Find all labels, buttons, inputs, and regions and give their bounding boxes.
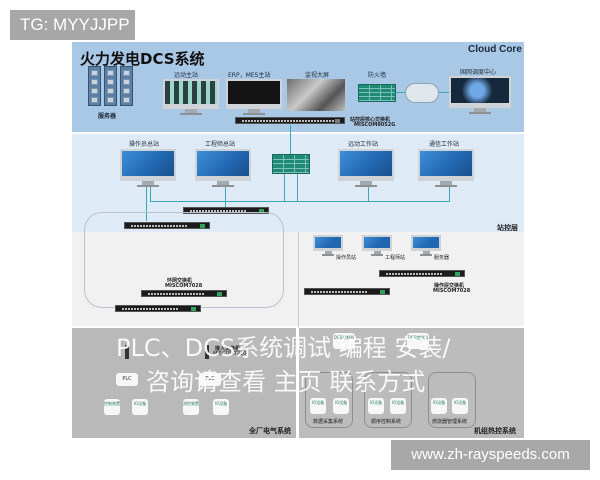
bus-line	[150, 201, 450, 202]
server-rack-icon	[88, 66, 101, 106]
dcs-controller-box: DCS控制器	[333, 333, 355, 349]
operator-switch-icon	[304, 288, 390, 295]
group-label: 燃烧器管理系统	[432, 419, 468, 425]
ring-switch-model: MISCOM7028	[165, 283, 203, 289]
server-racks	[88, 66, 133, 106]
engineer-master-station-icon	[195, 149, 251, 187]
small-station-label: 操作员站	[336, 255, 357, 261]
station-switch-icon	[183, 207, 269, 214]
plc-box: PLC	[116, 373, 138, 386]
workstation-label: 工程师总站	[205, 141, 236, 148]
unit-thermal-label: 机组热控系统	[474, 427, 516, 435]
operator-switch-icon	[379, 270, 465, 277]
data-acquisition-group	[305, 372, 353, 428]
access-switch-name: 接入交换机	[215, 346, 241, 352]
io-device-box: IO设备	[390, 398, 406, 414]
io-device-box: IO设备	[452, 398, 468, 414]
sequence-control-group	[364, 372, 412, 428]
firewall-label: 防火墙	[368, 72, 387, 79]
core-switch-model: MISCOM8052G	[354, 122, 396, 128]
firewall-icon	[358, 84, 396, 102]
workstation-label: 远动工作站	[348, 141, 379, 148]
operator-switch-model: MISCOM7028	[433, 288, 471, 294]
promo-overlay-line2: 咨询请查看 主页 联系方式	[146, 368, 426, 396]
measure-control-device-box: 测控装置	[183, 399, 199, 415]
grid-dispatch-monitor-icon	[449, 76, 511, 114]
core-switch-icon	[235, 117, 345, 124]
monitor-label: ERP，MES主站	[228, 72, 271, 79]
link-line	[146, 187, 147, 221]
operator-master-station-icon	[120, 149, 176, 187]
plc-box: PLC	[199, 373, 221, 386]
cloud-core-label: Cloud Core	[468, 44, 522, 55]
tg-badge: TG: MYYJJPP	[10, 10, 135, 40]
workstation-label: 操作员总站	[129, 141, 160, 148]
io-device-box: IO设备	[368, 398, 384, 414]
io-device-box: IO设备	[132, 399, 148, 415]
group-label: 顺序控制系统	[371, 419, 402, 425]
link-line	[150, 187, 151, 201]
control-device-box: 控制装置	[104, 399, 120, 415]
erp-mes-monitor-icon	[226, 79, 282, 115]
grid-center-label: 国网调度中心	[460, 69, 497, 76]
link-line	[284, 174, 285, 201]
group-label: 数据采集系统	[313, 419, 344, 425]
divider-line	[298, 232, 299, 328]
link-line	[297, 174, 298, 201]
plant-electrical-label: 全厂电气系统	[249, 427, 291, 435]
small-station-label: 工程师站	[385, 255, 406, 261]
access-device-icon	[125, 345, 129, 359]
io-device-box: IO设备	[333, 398, 349, 414]
link-line	[225, 187, 226, 207]
small-station-label: 服务器	[434, 255, 450, 261]
promo-overlay-line1: PLC、DCS系统调试 编程 安装/	[116, 334, 451, 362]
remote-workstation-icon	[338, 149, 394, 187]
dcs-controller-box: DCS控制器	[407, 333, 429, 349]
servers-label: 服务器	[98, 113, 117, 120]
uplink-line	[290, 125, 291, 155]
link-line	[439, 92, 450, 93]
operator-switch-name: 操作层交换机	[434, 283, 465, 289]
operator-station-icon	[313, 235, 343, 256]
burner-management-group	[428, 372, 476, 428]
diagram-title: 火力发电DCS系统	[80, 50, 205, 68]
engineer-station-icon	[362, 235, 392, 256]
io-device-box: IO设备	[213, 399, 229, 415]
ring-switch-icon	[115, 305, 201, 312]
ring-switch-icon	[141, 290, 227, 297]
server-station-icon	[411, 235, 441, 256]
scada-master-monitor-icon	[163, 79, 219, 115]
monitor-label: 远动主站	[174, 72, 199, 79]
monitor-label: 监视大屏	[305, 72, 330, 79]
ring-switch-name: 环网交换机	[167, 278, 193, 284]
firewall-icon	[272, 154, 310, 174]
video-wall-icon	[287, 79, 345, 111]
link-line	[449, 187, 450, 201]
access-device-icon	[205, 345, 209, 359]
plant-electrical-layer	[72, 328, 296, 438]
io-device-box: IO设备	[431, 398, 447, 414]
cloud-icon	[405, 83, 439, 103]
comm-workstation-icon	[418, 149, 474, 187]
station-switch-icon	[124, 222, 210, 229]
link-line	[368, 187, 369, 201]
io-device-box: IO设备	[310, 398, 326, 414]
website-watermark: www.zh-rayspeeds.com	[391, 440, 590, 470]
link-line	[396, 92, 406, 93]
workstation-label: 通信工作站	[429, 141, 460, 148]
server-rack-icon	[120, 66, 133, 106]
access-switch-model: MISCOM7210	[213, 351, 247, 357]
server-rack-icon	[104, 66, 117, 106]
core-switch-name: 站控层核心交换机	[350, 117, 391, 123]
station-layer-label: 站控层	[497, 224, 518, 232]
